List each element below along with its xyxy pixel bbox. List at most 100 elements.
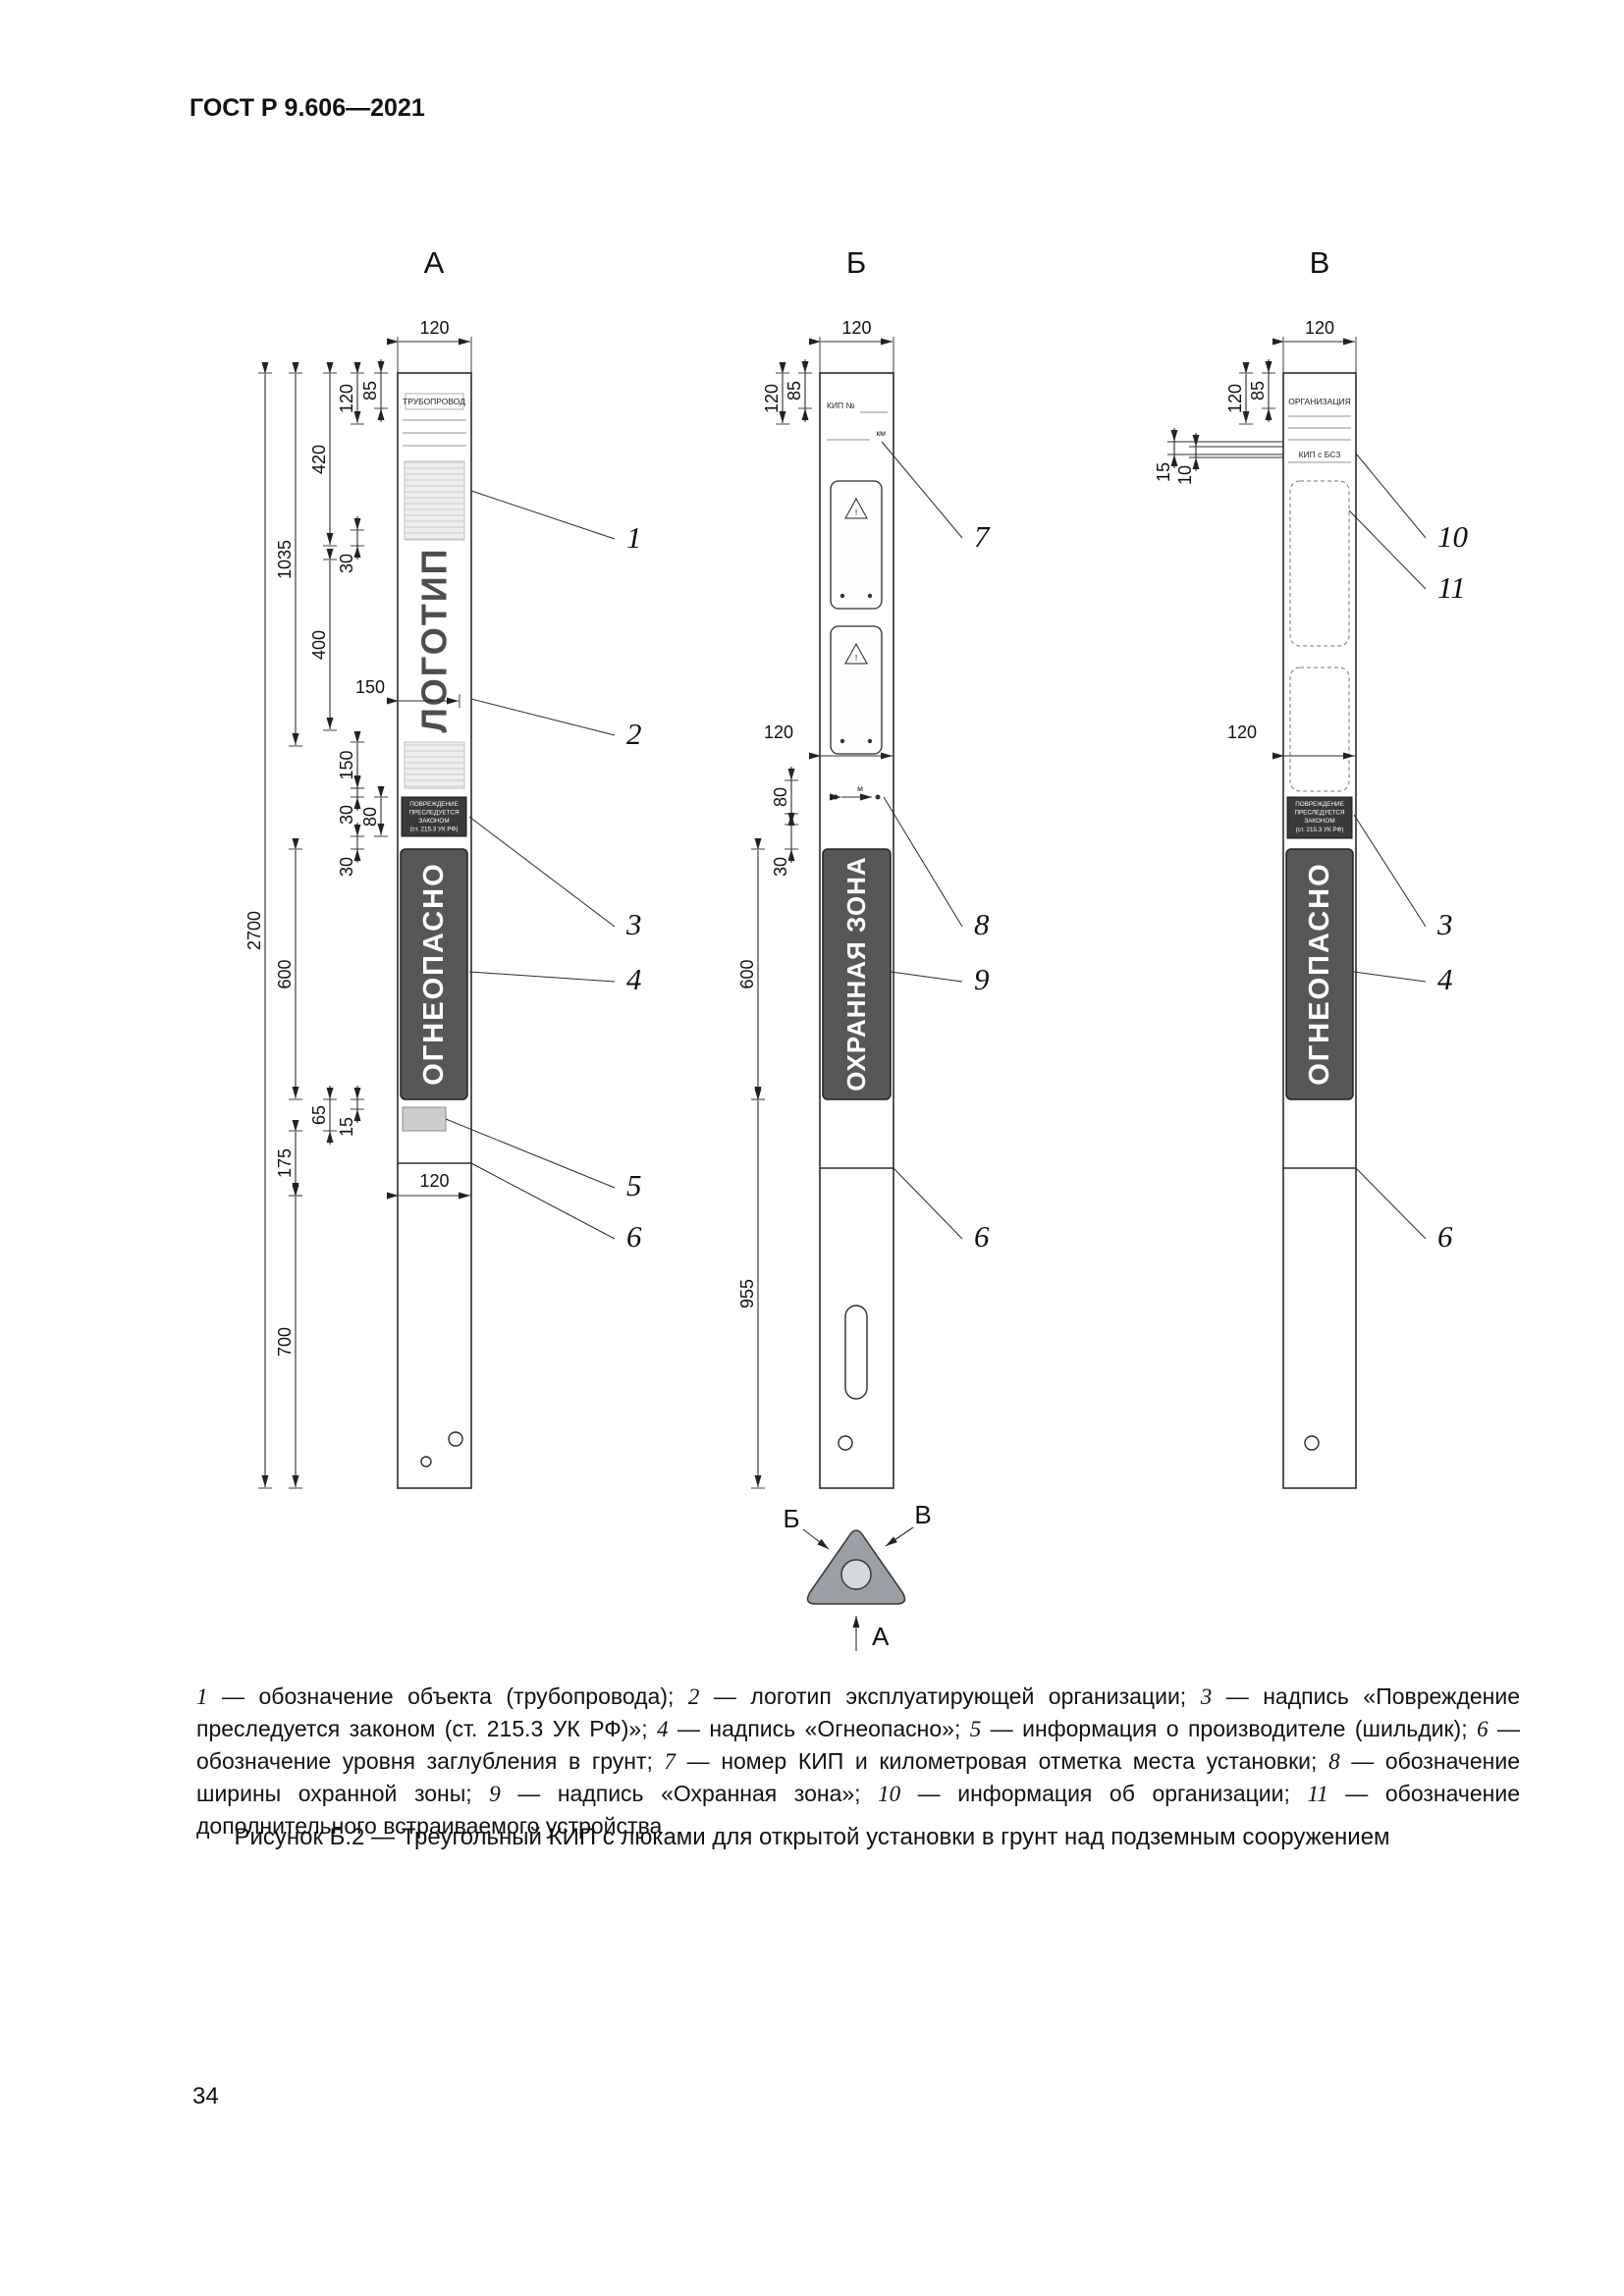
dimension-label: 85: [360, 381, 380, 400]
plate-line: ПОВРЕЖДЕНИЕ: [409, 801, 459, 808]
dimension-label: 400: [309, 630, 329, 660]
object-marking-block: [404, 460, 465, 541]
flammable-vertical-text: ОГНЕОПАСНО: [418, 862, 450, 1085]
plate-line: ЗАКОНОМ: [418, 818, 449, 825]
section-arrow-label-b: Б: [783, 1504, 799, 1533]
dimension-label: 1035: [275, 540, 295, 579]
legend-item-number: 10: [878, 1782, 901, 1806]
view-direction-arrow: [885, 1526, 914, 1547]
law-warning-plate-rect: [1286, 796, 1353, 839]
legend-item-number: 5: [969, 1717, 982, 1741]
dimension-label: 175: [275, 1148, 295, 1178]
page-number: 34: [192, 2083, 219, 2109]
callout-number: 2: [626, 717, 642, 751]
dimension-label: 10: [1175, 465, 1195, 485]
callout-number: 4: [626, 962, 642, 996]
legend-item-number: 3: [1200, 1684, 1213, 1709]
plate-line: (ст. 215.3 УК РФ): [410, 827, 459, 833]
screw-dot: [839, 738, 845, 744]
flammable-plate-rect: [1285, 848, 1354, 1100]
leader-line: [1355, 453, 1427, 539]
dimension-label: 30: [337, 857, 356, 877]
dimension-label: 80: [360, 807, 380, 827]
dimension-label: 120: [764, 722, 793, 742]
manufacturer-plate: [402, 1106, 447, 1132]
dimension-label: 700: [275, 1327, 295, 1357]
leader-line: [1355, 1167, 1427, 1240]
figure-legend: 1 — обозначение объекта (трубопровода); …: [196, 1683, 1520, 1839]
leader-line: [470, 698, 616, 736]
dimension-label: 120: [419, 318, 449, 338]
legend-item-number: 11: [1307, 1782, 1328, 1806]
section-arrow-label-a: А: [872, 1622, 890, 1651]
exclamation-glyph: !: [855, 653, 857, 663]
dimension-label: 120: [762, 384, 782, 413]
hatch-door-2: !: [830, 625, 883, 755]
pipe-label-box: [405, 393, 464, 410]
mount-hole: [448, 1431, 463, 1447]
dimension-label: 150: [355, 677, 385, 697]
leader-line: [893, 1167, 963, 1240]
leader-line: [890, 971, 963, 983]
pipe-name-label: ТРУБОПРОВОД: [403, 397, 465, 406]
embedded-device-slot-1: [1289, 480, 1350, 647]
legend-item-number: 4: [657, 1717, 669, 1741]
dimension-label: 955: [737, 1279, 757, 1308]
marking-dot: [833, 794, 839, 800]
figure-caption: Рисунок Б.2 — Треугольный КИП с люками д…: [234, 1824, 1390, 1850]
callout-number: 1: [626, 520, 642, 555]
law-warning-plate-a: ПОВРЕЖДЕНИЕ ПРЕСЛЕДУЕТСЯ ЗАКОНОМ (ст. 21…: [401, 796, 467, 837]
leader-line: [881, 441, 963, 539]
dimension-label: 120: [337, 384, 356, 413]
leader-line: [470, 1162, 616, 1240]
dimension-label: 120: [419, 1171, 449, 1191]
dimension-label: 15: [337, 1117, 356, 1137]
exclamation-glyph: !: [855, 507, 857, 517]
zone-width-marking: м: [830, 783, 881, 801]
legend-item-number: 2: [687, 1684, 700, 1709]
callout-number: 7: [974, 519, 991, 554]
kip-bsz-label: КИП с БСЗ: [1299, 450, 1341, 459]
leader-line: [470, 490, 616, 540]
dimension-label: 85: [785, 381, 804, 400]
dimension-label: 65: [309, 1105, 329, 1125]
dimension-label: 120: [1227, 722, 1257, 742]
embedded-device-slot-2: [1289, 667, 1350, 792]
mount-hole: [838, 1435, 853, 1451]
dimension-label: 2700: [244, 911, 264, 950]
leader-line: [883, 796, 963, 928]
plate-line: ПОВРЕЖДЕНИЕ: [1295, 801, 1344, 808]
legend-item-number: 8: [1328, 1749, 1340, 1774]
screw-dot: [867, 593, 873, 599]
dimension-label: 120: [1225, 384, 1245, 413]
warning-triangle-icon: [844, 642, 868, 665]
section-arrow-label-v: В: [914, 1500, 931, 1529]
law-warning-plate-v: ПОВРЕЖДЕНИЕ ПРЕСЛЕДУЕТСЯ ЗАКОНОМ (ст. 21…: [1286, 796, 1353, 839]
legend-item-number: 7: [664, 1749, 677, 1774]
callout-number: 6: [1437, 1219, 1453, 1254]
dimension-label: 15: [1154, 462, 1173, 482]
dimension-annotations: 2700103560017570042040065120301503030158…: [244, 318, 1469, 1489]
marking-dot: [875, 794, 881, 800]
dimension-label: 85: [1248, 381, 1268, 400]
callout-number: 9: [974, 962, 990, 996]
callout-number: 6: [974, 1219, 990, 1254]
screw-dot: [839, 593, 845, 599]
plate-line: ЗАКОНОМ: [1304, 818, 1334, 825]
door-outline: [830, 480, 883, 610]
plate-line: ПРЕСЛЕДУЕТСЯ: [1294, 810, 1345, 817]
view-b-label: Б: [846, 245, 866, 280]
technical-drawing: А ТРУБОПРОВОД ЛОГОТИП ПОВРЕЖДЕНИЕ ПРЕСЛЕ…: [244, 245, 1469, 1651]
leader-line: [1353, 814, 1427, 928]
leader-line: [468, 816, 616, 928]
door-outline: [830, 625, 883, 755]
dimension-label: 120: [1305, 318, 1334, 338]
logo-vertical-text: ЛОГОТИП: [414, 548, 455, 733]
zone-plate-rect: [822, 848, 892, 1100]
legend-item-number: 1: [196, 1684, 208, 1709]
plate-line: ПРЕСЛЕДУЕТСЯ: [408, 810, 460, 817]
callout-number: 4: [1437, 962, 1453, 996]
dimension-label: 30: [337, 805, 356, 825]
cable-slot: [844, 1305, 868, 1400]
